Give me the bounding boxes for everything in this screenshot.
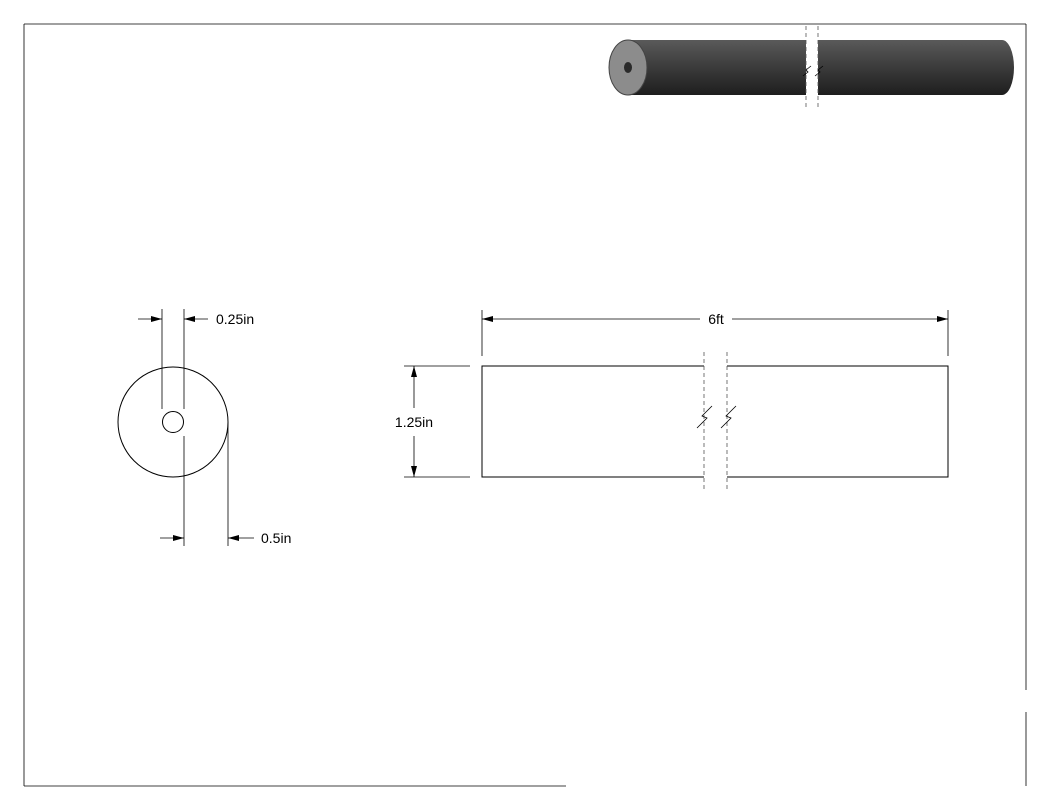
rod-outline-circle [117, 366, 229, 478]
break-symbol [720, 405, 737, 429]
hole-diameter-label: 0.25in [216, 311, 254, 327]
diameter-label: 1.25in [395, 414, 433, 430]
break-symbol [814, 65, 824, 77]
side-view: 6ft 1.25in [395, 310, 949, 490]
break-symbol [696, 405, 713, 429]
length-label: 6ft [708, 311, 724, 327]
rod-right-segment [727, 365, 949, 478]
rod-center-hole [624, 62, 632, 73]
rod-left-segment [481, 365, 704, 478]
break-symbol [802, 65, 812, 77]
end-view: 0.25in 0.5in [117, 309, 291, 546]
radius-label: 0.5in [261, 530, 291, 546]
rod-3d-render [608, 26, 1014, 108]
hole-circle [162, 411, 184, 433]
sheet-frame [23, 23, 1027, 787]
